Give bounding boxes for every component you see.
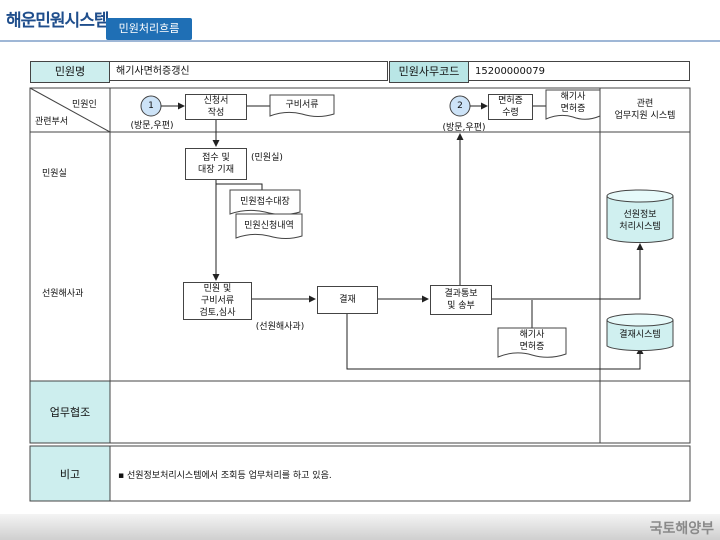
receipt-box: 접수 및 대장 기재 [185, 148, 247, 180]
application-box: 신청서 작성 [185, 94, 247, 120]
review-box: 민원 및 구비서류 검토,심사 [183, 282, 252, 320]
petition-code-value: 15200000079 [468, 61, 690, 81]
cooperation-label: 업무협조 [49, 406, 91, 419]
section-tab[interactable]: 민원처리흐름 [106, 18, 192, 40]
petition-name-value: 해기사면허증갱신 [109, 61, 388, 81]
remarks-text: ▪ 선원정보처리시스템에서 조회등 업무처리를 하고 있음. [118, 471, 332, 481]
approval-system: 결재시스템 [619, 330, 661, 340]
receipt-label: 접수 및 대장 기재 [198, 153, 234, 175]
application-label: 신청서 작성 [203, 96, 229, 118]
crew-info-system: 선원정보 처리시스템 [619, 210, 661, 232]
related-dept-lane-label: 관련부서 [35, 117, 69, 127]
related-system-header: 관련 업무지원 시스템 [614, 99, 676, 121]
petition-name-label: 민원명 [30, 61, 110, 83]
review-label: 민원 및 구비서류 검토,심사 [199, 284, 236, 318]
step-1-marker: 1 [148, 101, 154, 111]
result-notice-box: 결과통보 및 송부 [430, 285, 492, 315]
receipt-ledger-document: 민원접수대장 [240, 197, 290, 207]
review-dept-note: (선원해사과) [255, 322, 305, 332]
result-notice-label: 결과통보 및 송부 [444, 289, 478, 311]
remarks-label: 비고 [59, 468, 81, 481]
step-2-note: (방문,우편) [442, 123, 486, 133]
license-document-bottom: 해기사 면허증 [519, 330, 545, 352]
license-receive-box: 면허증 수령 [488, 94, 533, 120]
petition-details-document: 민원신청내역 [244, 221, 294, 231]
lane-petition-office: 민원실 [42, 169, 67, 179]
approval-label: 결재 [339, 295, 356, 305]
license-receive-label: 면허증 수령 [498, 96, 523, 118]
ministry-logo: 국토해양부 [649, 521, 714, 537]
step-2-marker: 2 [457, 101, 463, 111]
lane-crew-division: 선원해사과 [42, 289, 84, 299]
app-title: 해운민원시스템 [6, 11, 109, 31]
petitioner-lane-label: 민원인 [72, 100, 97, 110]
license-document-top: 해기사 면허증 [560, 92, 586, 114]
receipt-dept-note: (민원실) [251, 153, 283, 163]
docs-document: 구비서류 [285, 100, 319, 110]
header-divider [0, 40, 720, 42]
step-1-note: (방문,우편) [130, 121, 174, 131]
footer-bar [0, 514, 720, 540]
approval-box: 결재 [317, 286, 378, 314]
